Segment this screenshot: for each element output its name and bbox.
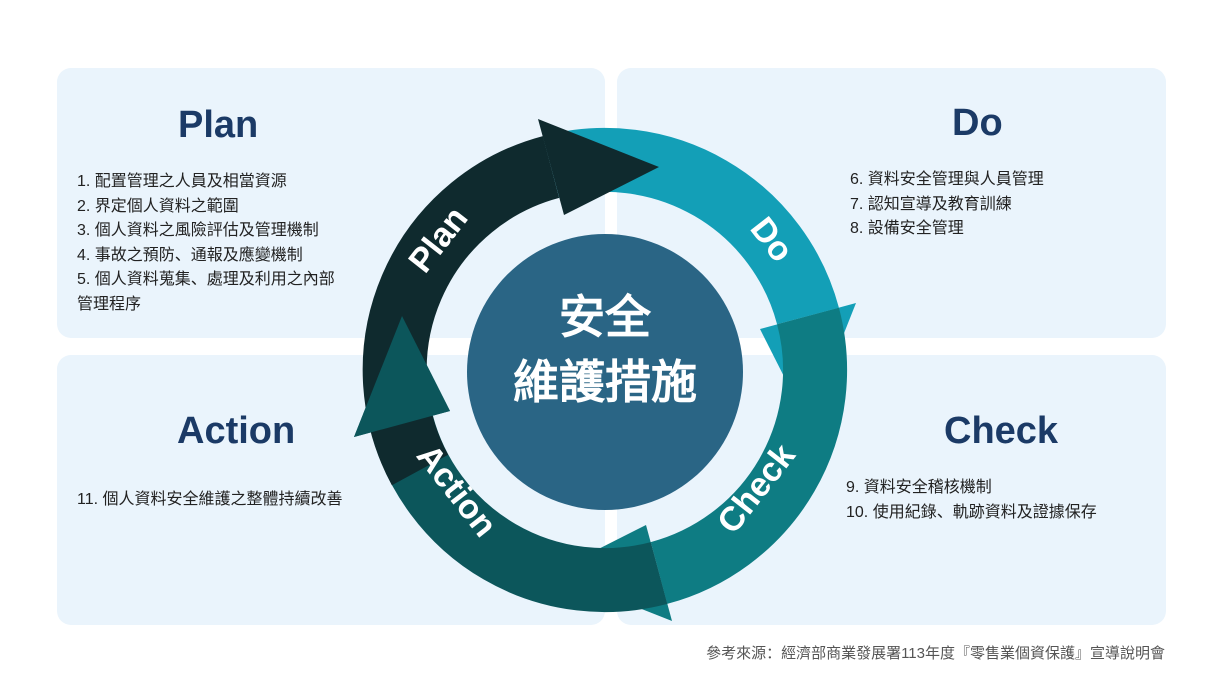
check-list: 9. 資料安全稽核機制 10. 使用紀錄、軌跡資料及證據保存 [846,476,1097,525]
list-item: 管理程序 [77,295,142,313]
do-list: 6. 資料安全管理與人員管理 7. 認知宣導及教育訓練 8. 設備安全管理 [850,168,1044,242]
action-title: Action [177,410,296,452]
list-item: 6. 資料安全管理與人員管理 [850,171,1044,188]
center-circle [467,234,743,510]
center-label-line1: 安全 [559,290,652,344]
list-item: 7. 認知宣導及教育訓練 [850,195,1012,213]
list-item: 3. 個人資料之風險評估及管理機制 [77,222,319,239]
list-item: 2. 界定個人資料之範圍 [77,197,239,215]
action-arrowhead [354,316,450,437]
action-list: 11. 個人資料安全維護之整體持續改善 [77,488,343,513]
list-item: 1. 配置管理之人員及相當資源 [77,173,287,190]
list-item: 10. 使用紀錄、軌跡資料及證據保存 [846,503,1097,521]
list-item: 11. 個人資料安全維護之整體持續改善 [77,491,343,508]
plan-list: 1. 配置管理之人員及相當資源 2. 界定個人資料之範圍 3. 個人資料之風險評… [77,170,335,317]
list-item: 4. 事故之預防、通報及應變機制 [77,246,303,264]
do-title: Do [952,102,1003,144]
source-citation: 參考來源：經濟部商業發展署113年度『零售業個資保護』宣導說明會 [706,645,1165,662]
plan-title: Plan [178,104,259,146]
list-item: 8. 設備安全管理 [850,220,964,237]
list-item: 5. 個人資料蒐集、處理及利用之內部 [77,271,335,288]
check-title: Check [944,410,1059,452]
list-item: 9. 資料安全稽核機制 [846,479,992,496]
center-label-line2: 維護措施 [513,355,697,409]
